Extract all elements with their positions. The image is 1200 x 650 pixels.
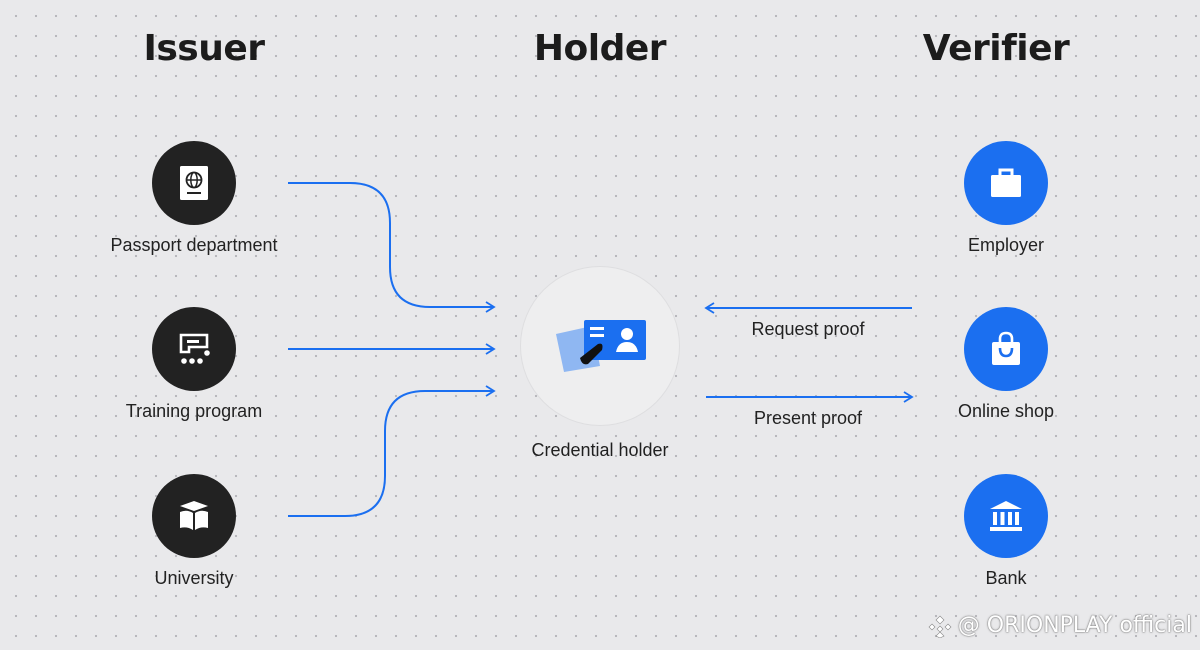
issuer-label: University [154,568,234,588]
verifier-label: Bank [985,568,1027,588]
briefcase-icon [964,141,1048,225]
holder-column-title: Holder [533,28,667,69]
issuer-column-title: Issuer [143,28,265,69]
university-to-holder-arrow [288,385,496,517]
verifier-label: Employer [967,235,1045,255]
holder-label: Credential holder [531,440,669,460]
watermark: @ ORIONPLAY official [928,613,1192,638]
issuer-node-training: Training program [74,307,314,422]
bank-icon [964,474,1048,558]
request-proof-label: Request proof [751,319,865,339]
holder-node [521,267,679,425]
passport-icon [152,141,236,225]
passport-to-holder-arrow [288,182,496,313]
present-proof-label: Present proof [753,408,863,428]
issuer-label: Passport department [110,235,278,255]
verifier-label: Online shop [957,401,1055,421]
binance-logo-icon [928,615,952,638]
verifier-node-online-shop: Online shop [886,307,1126,422]
verifier-node-bank: Bank [886,474,1126,589]
verifier-column-title: Verifier [922,28,1070,69]
training-icon [152,307,236,391]
verifier-node-employer: Employer [886,141,1126,256]
shopping-bag-icon [964,307,1048,391]
issuer-label: Training program [125,401,263,421]
watermark-text: @ ORIONPLAY official [957,613,1192,638]
issuer-node-passport: Passport department [74,141,314,256]
issuer-node-university: University [74,474,314,589]
graduation-book-icon [152,474,236,558]
credential-card-icon [556,320,646,372]
